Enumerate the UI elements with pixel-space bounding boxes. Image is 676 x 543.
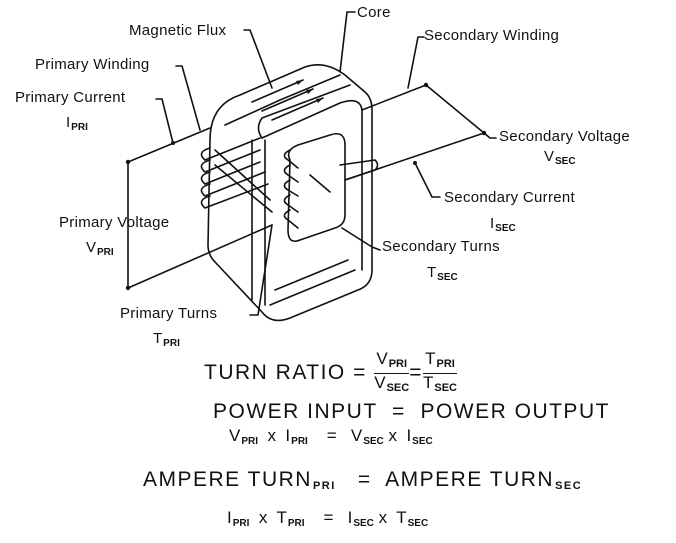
label-secondary-voltage: Secondary Voltage	[499, 128, 631, 145]
equation-ampere-turn-terms: IPRI x TPRI = ISEC x TSEC	[227, 508, 429, 529]
core-bottom	[269, 269, 356, 306]
current-marker-secondary	[413, 161, 417, 165]
symbol-primary-turns: TPRI	[153, 330, 180, 349]
leader-primary-turns	[249, 224, 273, 316]
symbol-secondary-turns: TSEC	[427, 264, 458, 283]
leader-secondary-voltage	[483, 132, 497, 139]
label-core: Core	[357, 4, 391, 21]
label-secondary-current: Secondary Current	[444, 189, 575, 206]
flux-arrowhead-3	[316, 98, 323, 103]
core-window	[287, 132, 346, 243]
terminal-primary-top	[125, 159, 131, 165]
core-outline	[207, 64, 373, 322]
label-secondary-winding: Secondary Winding	[424, 27, 560, 44]
primary-winding-coils	[200, 137, 273, 213]
secondary-wire-bottom	[344, 132, 485, 181]
secondary-wire-side	[425, 84, 485, 134]
leader-secondary-winding	[407, 36, 425, 89]
primary-wire-bottom	[127, 224, 273, 289]
symbol-secondary-current: ISEC	[490, 215, 516, 234]
secondary-winding-coils	[283, 149, 379, 229]
flux-arrowhead-2	[306, 89, 313, 94]
terminal-primary-bottom	[125, 285, 131, 291]
core-inner-top	[261, 99, 363, 271]
leader-magnetic-flux	[243, 29, 273, 89]
flux-arrowhead-1	[296, 80, 303, 85]
core-top-edge	[224, 74, 341, 126]
equation-ampere-turn: AMPERE TURNPRI = AMPERE TURNSEC	[143, 468, 583, 492]
symbol-secondary-voltage: VSEC	[544, 148, 576, 167]
label-primary-voltage: Primary Voltage	[59, 214, 170, 231]
flux-arrow-3	[271, 97, 324, 121]
leader-secondary-turns	[341, 227, 381, 251]
label-primary-current: Primary Current	[15, 89, 126, 106]
label-primary-turns: Primary Turns	[120, 305, 218, 322]
core-window-inner	[309, 174, 331, 193]
symbol-primary-current: IPRI	[66, 114, 88, 133]
equation-power: POWER INPUT = POWER OUTPUT	[213, 400, 610, 423]
leader-secondary-current	[414, 162, 441, 198]
core-front-top	[257, 84, 351, 139]
terminal-secondary-bottom	[481, 130, 487, 136]
label-primary-winding: Primary Winding	[35, 56, 150, 73]
secondary-wire-top	[361, 84, 427, 111]
primary-wire-top	[127, 127, 211, 163]
flux-arrow-2	[261, 88, 314, 112]
equation-power-terms: VPRI x IPRI = VSEC x ISEC	[229, 426, 433, 447]
leader-primary-winding	[175, 65, 201, 131]
flux-arrow-1	[251, 79, 304, 103]
label-magnetic-flux: Magnetic Flux	[129, 22, 227, 39]
core-bottom-inner	[274, 259, 349, 291]
current-marker-primary	[171, 141, 175, 145]
symbol-primary-voltage: VPRI	[86, 239, 114, 258]
leader-primary-current	[155, 98, 174, 144]
terminal-secondary-top	[423, 82, 429, 88]
leader-core	[339, 11, 356, 73]
label-secondary-turns: Secondary Turns	[382, 238, 500, 255]
